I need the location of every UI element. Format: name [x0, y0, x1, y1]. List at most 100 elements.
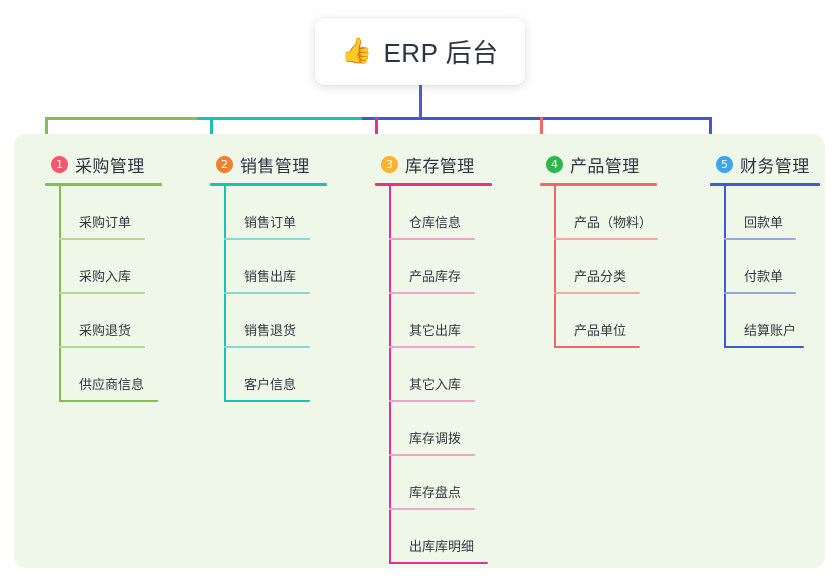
- branch-number-badge: 5: [716, 155, 733, 173]
- bus-segment-2: [197, 117, 362, 120]
- branch-item-label: 库存调拨: [409, 431, 462, 446]
- mindmap-panel: 1 采购管理采购订单采购入库采购退货供应商信息 2 销售管理销售订单销售出库销售退货客…: [14, 134, 825, 568]
- branch-item-rule: [389, 454, 475, 456]
- branch-item-rule: [389, 238, 475, 240]
- branch-item[interactable]: 产品分类: [540, 240, 657, 294]
- branch-item[interactable]: 采购订单: [45, 186, 162, 240]
- branch-item-rule: [224, 292, 310, 294]
- branch-item[interactable]: 结算账户: [710, 294, 820, 348]
- branch-header-rule: [45, 183, 162, 186]
- branch-header-4[interactable]: 4 产品管理: [540, 150, 657, 178]
- branch-item-rule: [554, 238, 658, 240]
- branch-item[interactable]: 回款单: [710, 186, 820, 240]
- branch-column-4: 4 产品管理产品（物料） 产品分类产品单位: [540, 150, 658, 348]
- branch-header-rule: [710, 183, 820, 186]
- branch-item[interactable]: 其它出库: [375, 294, 492, 348]
- branch-item[interactable]: 产品单位: [540, 294, 657, 348]
- branch-item-label: 产品库存: [409, 269, 462, 284]
- branch-item-rule: [554, 292, 640, 294]
- branch-item[interactable]: 销售出库: [210, 240, 327, 294]
- branch-item[interactable]: 付款单: [710, 240, 820, 294]
- branch-header-rule: [210, 183, 327, 186]
- branch-column-5: 5 财务管理回款单付款单结算账户: [710, 150, 820, 348]
- branch-item-list-4: 产品（物料） 产品分类产品单位: [540, 186, 658, 348]
- branch-header-3[interactable]: 3 库存管理: [375, 150, 492, 178]
- root-node-card[interactable]: 👍 ERP 后台: [315, 18, 525, 85]
- branch-item-list-2: 销售订单销售出库销售退货客户信息: [210, 186, 327, 402]
- branch-item[interactable]: 客户信息: [210, 348, 327, 402]
- branch-item-rule: [389, 292, 475, 294]
- branch-item-rule: [389, 400, 475, 402]
- branch-item-list-5: 回款单付款单结算账户: [710, 186, 820, 348]
- branch-item-label: 其它入库: [409, 377, 462, 392]
- branch-spine: [59, 186, 61, 402]
- branch-item[interactable]: 采购入库: [45, 240, 162, 294]
- branch-item[interactable]: 库存盘点: [375, 456, 492, 510]
- branch-item[interactable]: 采购退货: [45, 294, 162, 348]
- branch-item-label: 销售订单: [244, 215, 297, 230]
- branch-item-rule: [224, 238, 310, 240]
- branch-title: 库存管理: [405, 156, 475, 176]
- branch-spine: [554, 186, 556, 348]
- branch-column-3: 3 库存管理仓库信息产品库存其它出库其它入库库存调拨库存盘点出库库明细: [375, 150, 492, 564]
- branch-number-badge: 2: [216, 155, 233, 173]
- branch-item-rule: [724, 238, 796, 240]
- branch-item-rule: [59, 292, 145, 294]
- branch-number-badge: 4: [546, 155, 563, 173]
- branch-item[interactable]: 出库库明细: [375, 510, 492, 564]
- root-node-title: ERP 后台: [383, 38, 499, 68]
- branch-item[interactable]: 销售退货: [210, 294, 327, 348]
- branch-item-label: 销售出库: [244, 269, 297, 284]
- branch-item[interactable]: 库存调拨: [375, 402, 492, 456]
- branch-item-rule: [59, 346, 145, 348]
- branch-header-rule: [375, 183, 492, 186]
- branch-header-5[interactable]: 5 财务管理: [710, 150, 820, 178]
- branch-item-rule: [724, 292, 796, 294]
- branch-item-label: 付款单: [744, 269, 784, 284]
- branch-item-label: 产品单位: [574, 323, 627, 338]
- branch-item-label: 采购退货: [79, 323, 132, 338]
- branch-item-label: 结算账户: [744, 323, 797, 338]
- branch-item[interactable]: 产品（物料）: [540, 186, 658, 240]
- branch-column-2: 2 销售管理销售订单销售出库销售退货客户信息: [210, 150, 327, 402]
- branch-item-rule: [59, 238, 145, 240]
- branch-item-rule: [59, 400, 158, 402]
- branch-item-label: 客户信息: [244, 377, 297, 392]
- branch-item-rule: [224, 400, 310, 402]
- branch-spine: [724, 186, 726, 348]
- branch-header-1[interactable]: 1 采购管理: [45, 150, 162, 178]
- branch-column-1: 1 采购管理采购订单采购入库采购退货供应商信息: [45, 150, 162, 402]
- branch-spine: [389, 186, 391, 564]
- root-node-content: 👍 ERP 后台: [341, 33, 498, 70]
- thumbs-up-icon: 👍: [341, 37, 373, 65]
- branch-title: 产品管理: [570, 156, 640, 176]
- branch-item-label: 库存盘点: [409, 485, 462, 500]
- branch-item[interactable]: 仓库信息: [375, 186, 492, 240]
- branch-title: 销售管理: [240, 156, 310, 176]
- branch-item[interactable]: 产品库存: [375, 240, 492, 294]
- branch-title: 财务管理: [740, 156, 810, 176]
- branch-number-badge: 3: [381, 155, 398, 173]
- bus-segment-1: [45, 117, 197, 120]
- branch-item-label: 产品（物料）: [574, 215, 653, 230]
- branch-title: 采购管理: [75, 156, 145, 176]
- branch-item-label: 供应商信息: [79, 377, 145, 392]
- branch-item-label: 产品分类: [574, 269, 627, 284]
- branch-item-rule: [389, 346, 475, 348]
- bus-segment-3: [362, 117, 710, 120]
- branch-item-rule: [554, 346, 640, 348]
- branch-item-label: 回款单: [744, 215, 784, 230]
- branch-item-list-3: 仓库信息产品库存其它出库其它入库库存调拨库存盘点出库库明细: [375, 186, 492, 564]
- branch-spine: [224, 186, 226, 402]
- branch-number-badge: 1: [51, 155, 68, 173]
- branch-header-2[interactable]: 2 销售管理: [210, 150, 327, 178]
- branch-header-rule: [540, 183, 657, 186]
- branch-item[interactable]: 供应商信息: [45, 348, 162, 402]
- branch-item-list-1: 采购订单采购入库采购退货供应商信息: [45, 186, 162, 402]
- branch-item[interactable]: 其它入库: [375, 348, 492, 402]
- branch-item-label: 其它出库: [409, 323, 462, 338]
- branch-item-label: 出库库明细: [409, 539, 475, 554]
- branch-item[interactable]: 销售订单: [210, 186, 327, 240]
- branch-item-label: 采购订单: [79, 215, 132, 230]
- branch-item-rule: [224, 346, 310, 348]
